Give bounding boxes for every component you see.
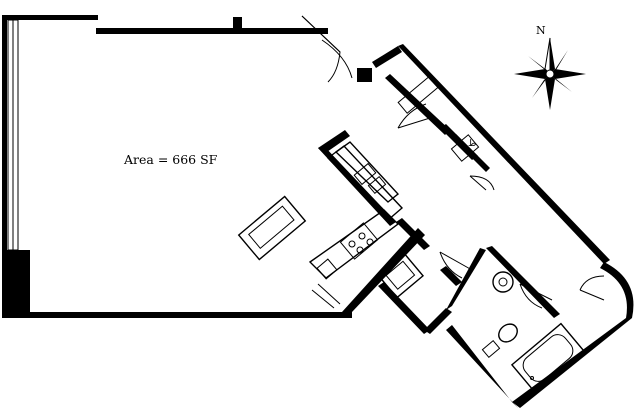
exterior-walls bbox=[2, 15, 634, 408]
bathroom bbox=[481, 271, 586, 394]
closet bbox=[377, 253, 425, 299]
sofa bbox=[237, 195, 307, 261]
svg-text:ط: ط bbox=[468, 139, 476, 149]
kitchen bbox=[308, 141, 404, 309]
laundry: ط bbox=[397, 76, 480, 162]
doors bbox=[301, 15, 605, 309]
north-label: N bbox=[536, 24, 546, 37]
area-label: Area = 666 SF bbox=[124, 152, 218, 167]
north-arrow-icon bbox=[514, 37, 586, 110]
